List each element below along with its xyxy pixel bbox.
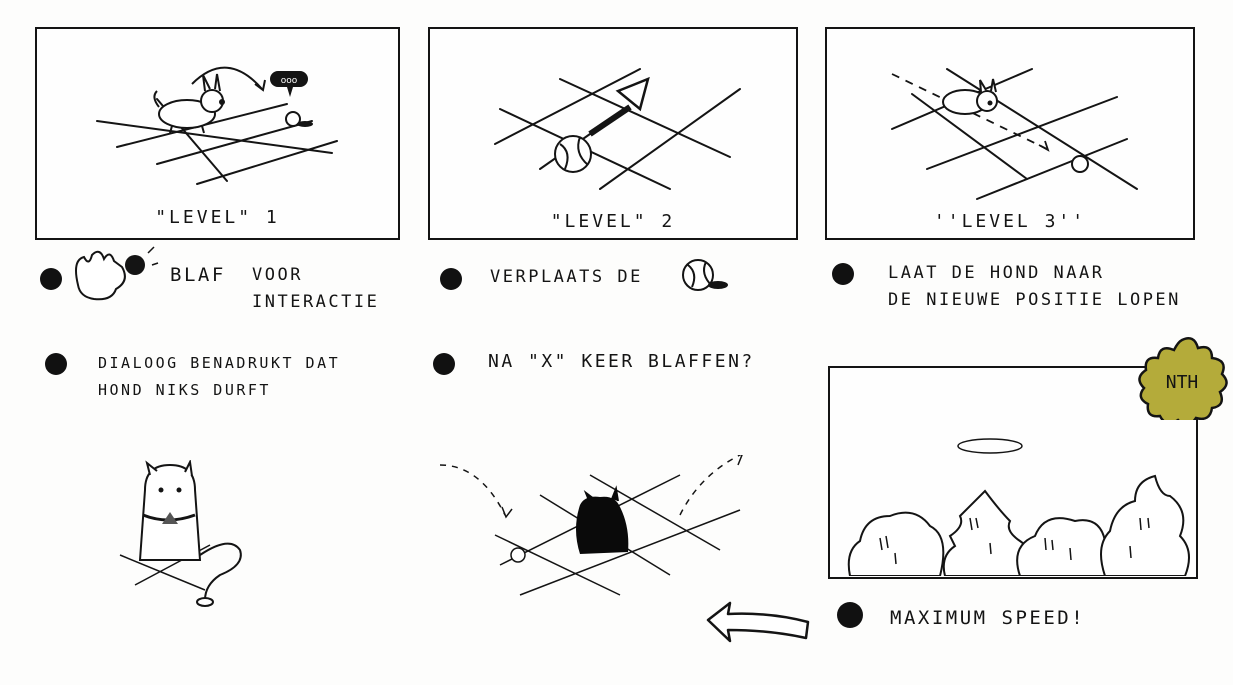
ball-icon [682, 259, 728, 291]
note-verplaats: Verplaats de [490, 267, 643, 287]
ball-icon [554, 135, 592, 173]
note-voor-interactie: voor interactie [252, 265, 380, 312]
panel-label: "Level" 1 [155, 207, 280, 228]
ball-icon [1071, 155, 1089, 173]
ball-icon [285, 111, 313, 127]
nth-badge-label: NTH [1166, 372, 1199, 393]
sitting-dog-illustration [119, 460, 242, 607]
paw-icon [75, 246, 159, 301]
note-na-x-keer: Na "x" keer blaffen? [488, 351, 755, 372]
dog-icon [153, 73, 224, 134]
note-dialoog: Dialoog benadrukt dat hond niks durft [98, 354, 341, 399]
level-1-illustration: ooo [96, 66, 338, 185]
nth-badge-icon: NTH [1138, 337, 1228, 420]
dog-icon [942, 78, 998, 115]
level-2-illustration [494, 68, 741, 190]
bushes-illustration [847, 438, 1190, 576]
note-laat-hond: Laat de hond naar de nieuwe positie lope… [888, 263, 1181, 310]
storyboard-panel-level-1: ooo "Level" 1 [35, 27, 400, 240]
level-3-illustration [891, 68, 1138, 200]
arrow-icon [588, 76, 650, 137]
note-maximum-speed: Maximum speed! [890, 607, 1086, 629]
svg-text:ooo: ooo [281, 76, 298, 86]
storyboard-panel-level-2: "Level" 2 [428, 27, 798, 240]
black-dog-illustration [440, 455, 743, 596]
bullet-dot [440, 268, 462, 290]
bullet-dot [837, 602, 863, 628]
storyboard-panel-level-3: ''Level 3'' [825, 27, 1195, 240]
left-arrow-icon [706, 601, 810, 643]
panel-label: "Level" 2 [550, 211, 676, 232]
speech-bubble-icon: ooo [270, 71, 308, 97]
bullet-dot [433, 353, 455, 375]
bullet-dot [832, 263, 854, 285]
storyboard-panel-maximum-speed [828, 366, 1198, 579]
bullet-dot [45, 353, 67, 375]
bullet-dot [40, 268, 62, 290]
note-blaf: Blaf [170, 264, 226, 286]
panel-label: ''Level 3'' [933, 211, 1087, 232]
